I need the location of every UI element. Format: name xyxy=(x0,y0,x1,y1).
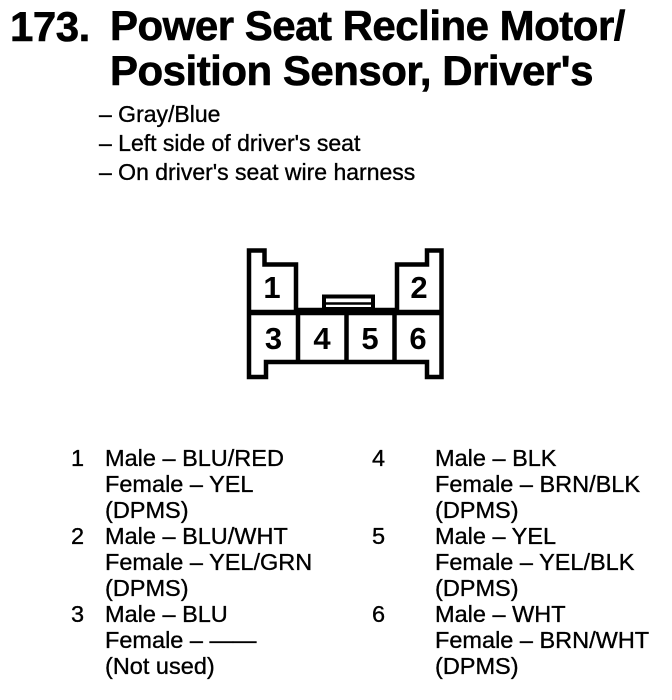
note-connector-color: – Gray/Blue xyxy=(99,101,221,127)
note-location: – Left side of driver's seat xyxy=(99,130,361,156)
connector-latch-tab xyxy=(322,294,375,311)
item-number: 173. xyxy=(10,3,91,51)
pin-male-wire: Male – BLU/RED xyxy=(105,445,284,471)
cavity-label-2: 2 xyxy=(410,270,427,305)
pin-note: (DPMS) xyxy=(435,497,519,523)
cavity-label-5: 5 xyxy=(361,321,378,356)
pin-male-wire: Male – WHT xyxy=(435,601,566,627)
notes-list: – Gray/Blue – Left side of driver's seat… xyxy=(99,100,416,187)
pin-note: (DPMS) xyxy=(435,653,519,679)
pin-item-6: 6 Male – WHT Female – BRN/WHT (DPMS) xyxy=(372,601,650,679)
connector-outline xyxy=(246,248,444,380)
pin-female-wire: Female – BRN/BLK xyxy=(435,471,641,497)
pin-female-wire: Female – YEL/GRN xyxy=(105,549,313,575)
cavity-label-3: 3 xyxy=(265,321,282,356)
heading: 173. Power Seat Recline Motor/ Position … xyxy=(10,2,660,94)
page-title-line2: Position Sensor, Driver's xyxy=(110,47,594,94)
pin-male-wire: Male – BLU xyxy=(105,601,228,627)
pin-item-4: 4 Male – BLK Female – BRN/BLK (DPMS) xyxy=(372,445,649,523)
note-harness: – On driver's seat wire harness xyxy=(99,159,416,185)
pin-note: (DPMS) xyxy=(105,575,189,601)
pin-item-5: 5 Male – YEL Female – YEL/BLK (DPMS) xyxy=(372,523,649,601)
pin-item-3: 3 Male – BLU Female – —— (Not used) xyxy=(71,601,312,679)
pin-number: 4 xyxy=(372,445,386,471)
cavity-label-1: 1 xyxy=(263,270,280,305)
pin-female-wire: Female – BRN/WHT xyxy=(435,627,650,653)
pin-number: 5 xyxy=(372,523,386,549)
pin-number: 6 xyxy=(372,601,386,627)
pin-note: (Not used) xyxy=(105,653,215,679)
pin-note: (DPMS) xyxy=(105,497,189,523)
pin-item-1: 1 Male – BLU/RED Female – YEL (DPMS) xyxy=(71,445,312,523)
pin-list-right: 4 Male – BLK Female – BRN/BLK (DPMS) 5 M… xyxy=(372,445,650,679)
pin-male-wire: Male – BLK xyxy=(435,445,557,471)
pin-number: 2 xyxy=(71,523,85,549)
pin-male-wire: Male – BLU/WHT xyxy=(105,523,288,549)
pin-item-2: 2 Male – BLU/WHT Female – YEL/GRN (DPMS) xyxy=(71,523,313,601)
page-title: Power Seat Recline Motor/ Position Senso… xyxy=(110,2,660,94)
pin-number: 1 xyxy=(71,445,85,471)
pin-female-wire: Female – YEL/BLK xyxy=(435,549,635,575)
pin-female-wire: Female – —— xyxy=(105,627,257,653)
pin-list-left: 1 Male – BLU/RED Female – YEL (DPMS) 2 M… xyxy=(71,445,313,679)
pin-male-wire: Male – YEL xyxy=(435,523,557,549)
pin-number: 3 xyxy=(71,601,85,627)
cavity-label-6: 6 xyxy=(409,321,426,356)
page-title-line1: Power Seat Recline Motor/ xyxy=(110,2,626,49)
pin-note: (DPMS) xyxy=(435,575,519,601)
pin-female-wire: Female – YEL xyxy=(105,471,254,497)
cavity-label-4: 4 xyxy=(313,321,331,356)
